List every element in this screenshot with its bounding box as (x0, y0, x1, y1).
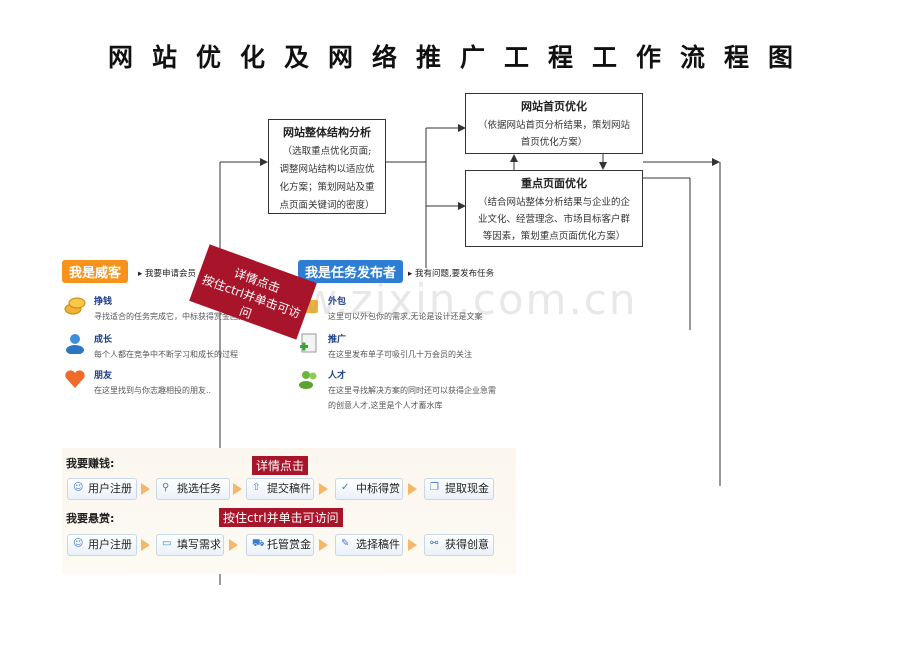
box-structure-line: 点页面关键词的密度） (279, 200, 375, 211)
arrow-head-homepage (458, 124, 466, 132)
step-label: 选择稿件 (356, 538, 400, 551)
arrow-head-structure (260, 158, 268, 166)
arrow-head-keypage (458, 202, 466, 210)
page-title: 网站优化及网络推广工程工作流程图 (107, 43, 812, 72)
person-icon (66, 334, 84, 354)
flow-arrow (141, 483, 150, 495)
ctrl-access-tag[interactable]: 按住ctrl并单击可访问 (219, 508, 343, 527)
cart-icon: ⛟ (252, 538, 265, 549)
box-homepage-title: 网站首页优化 (521, 100, 587, 113)
step-label: 中标得赏 (356, 482, 400, 495)
flow-arrow (319, 483, 328, 495)
step-label: 获得创意 (445, 538, 489, 551)
feature-talent-desc: 在这里寻找解决方案的同时还可以获得企业急需 的创意人才,这里是个人才蓄水库 (328, 386, 496, 410)
step-label: 提取现金 (445, 482, 489, 495)
box-keypage-line: 业文化、经营理念、市场目标客户群 (477, 214, 630, 225)
promo-panel: 我是威客 ▸ 我要申请会员 我是任务发布者 ▸ 我有问题,要发布任务 挣钱 寻找… (62, 256, 502, 426)
publisher-pill[interactable]: 我是任务发布者 (298, 260, 404, 283)
flow-arrow (408, 539, 417, 551)
people-icon (299, 371, 317, 389)
feature-earn-title: 挣钱 (94, 297, 113, 307)
box-homepage-optimization: 网站首页优化 （依据网站首页分析结果，策划网站 首页优化方案） (465, 93, 643, 154)
flow-arrow (319, 539, 328, 551)
flow-arrow (233, 483, 242, 495)
heart-icon (65, 370, 85, 388)
check-icon: ✓ (341, 482, 350, 493)
box-keypage-title: 重点页面优化 (521, 177, 587, 190)
feature-friends-desc: 在这里找到与你志趣相投的朋友.. (94, 386, 212, 395)
feature-outsource-desc: 这里可以外包你的需求,无论是设计还是文案 (328, 312, 483, 321)
document-plus-icon (300, 333, 317, 353)
user-icon: ☺ (73, 482, 84, 493)
box-structure-analysis: 网站整体结构分析 （选取重点优化页面; 调整网站结构以适应优 化方案；策划网站及… (268, 119, 386, 214)
reward-step-escrow[interactable]: ⛟托管赏金 (246, 534, 314, 556)
share-icon: ⚯ (430, 538, 439, 549)
earn-label: 我要赚钱: (66, 457, 115, 470)
magnifier-icon: ⚲ (162, 482, 170, 493)
feature-outsource-title: 外包 (328, 297, 347, 307)
flow-arrow (141, 539, 150, 551)
witkey-pill[interactable]: 我是威客 (62, 260, 129, 283)
feature-talent-title: 人才 (328, 371, 347, 381)
flow-arrow (408, 483, 417, 495)
apply-member-link[interactable]: ▸ 我要申请会员 (138, 269, 196, 279)
earn-step-withdraw[interactable]: ❐ 提取现金 (424, 478, 494, 500)
apply-member-label: 我要申请会员 (144, 269, 196, 279)
coins-icon (64, 297, 86, 315)
reward-step-register[interactable]: ☺ 用户注册 (67, 534, 137, 556)
box-keypage-line: 等因素，策划重点页面优化方案） (482, 231, 626, 242)
earn-step-register[interactable]: ☺ 用户注册 (67, 478, 137, 500)
upload-icon: ⇧ (252, 482, 261, 493)
detail-tag[interactable]: 详情点击 (252, 456, 309, 475)
box-structure-line: （选取重点优化页面; (282, 146, 372, 157)
reward-step-get-idea[interactable]: ⚯ 获得创意 (424, 534, 494, 556)
step-label: 托管赏金 (267, 538, 311, 551)
copy-icon: ❐ (430, 482, 439, 493)
publish-task-label: 我有问题,要发布任务 (414, 269, 495, 279)
feature-promote-title: 推广 (328, 335, 347, 345)
step-label: 挑选任务 (177, 482, 221, 495)
feature-friends-title: 朋友 (94, 371, 113, 381)
document-icon: ▭ (162, 538, 172, 549)
box-structure-line: 化方案；策划网站及重 (279, 182, 375, 193)
flow-arrow (229, 539, 238, 551)
box-keypage-line: （结合网站整体分析结果与企业的企 (477, 197, 630, 208)
publish-task-link[interactable]: ▸ 我有问题,要发布任务 (408, 269, 495, 279)
arrow-head-up (510, 154, 518, 162)
arrow-head-down (599, 162, 607, 170)
step-label: 填写需求 (177, 538, 221, 551)
step-label: 提交稿件 (267, 482, 311, 495)
box-homepage-line: 首页优化方案） (520, 137, 588, 148)
edit-icon: ✎ (341, 538, 350, 549)
box-keypage-optimization: 重点页面优化 （结合网站整体分析结果与企业的企 业文化、经营理念、市场目标客户群… (465, 170, 643, 247)
earn-step-submit[interactable]: ⇧ 提交稿件 (246, 478, 314, 500)
box-structure-line: 调整网站结构以适应优 (279, 164, 375, 175)
step-label: 用户注册 (88, 538, 132, 551)
box-homepage-line: （依据网站首页分析结果，策划网站 (477, 120, 630, 131)
earn-step-win[interactable]: ✓ 中标得赏 (335, 478, 403, 500)
feature-grow-title: 成长 (94, 335, 113, 345)
feature-earn-desc: 寻找适合的任务完成它，中标获得赏金回报 (94, 312, 246, 321)
earn-step-pick-task[interactable]: ⚲ 挑选任务 (156, 478, 230, 500)
box-structure-title: 网站整体结构分析 (283, 126, 371, 139)
feature-promote-desc: 在这里发布单子可吸引几十万会员的关注 (328, 350, 472, 359)
reward-step-choose[interactable]: ✎ 选择稿件 (335, 534, 403, 556)
user-icon: ☺ (73, 538, 84, 549)
reward-step-fill-need[interactable]: ▭ 填写需求 (156, 534, 224, 556)
step-label: 用户注册 (88, 482, 132, 495)
arrow-head-right (712, 158, 720, 166)
reward-label: 我要悬赏: (66, 512, 115, 525)
feature-grow-desc: 每个人都在竞争中不断学习和成长的过程 (94, 350, 238, 359)
